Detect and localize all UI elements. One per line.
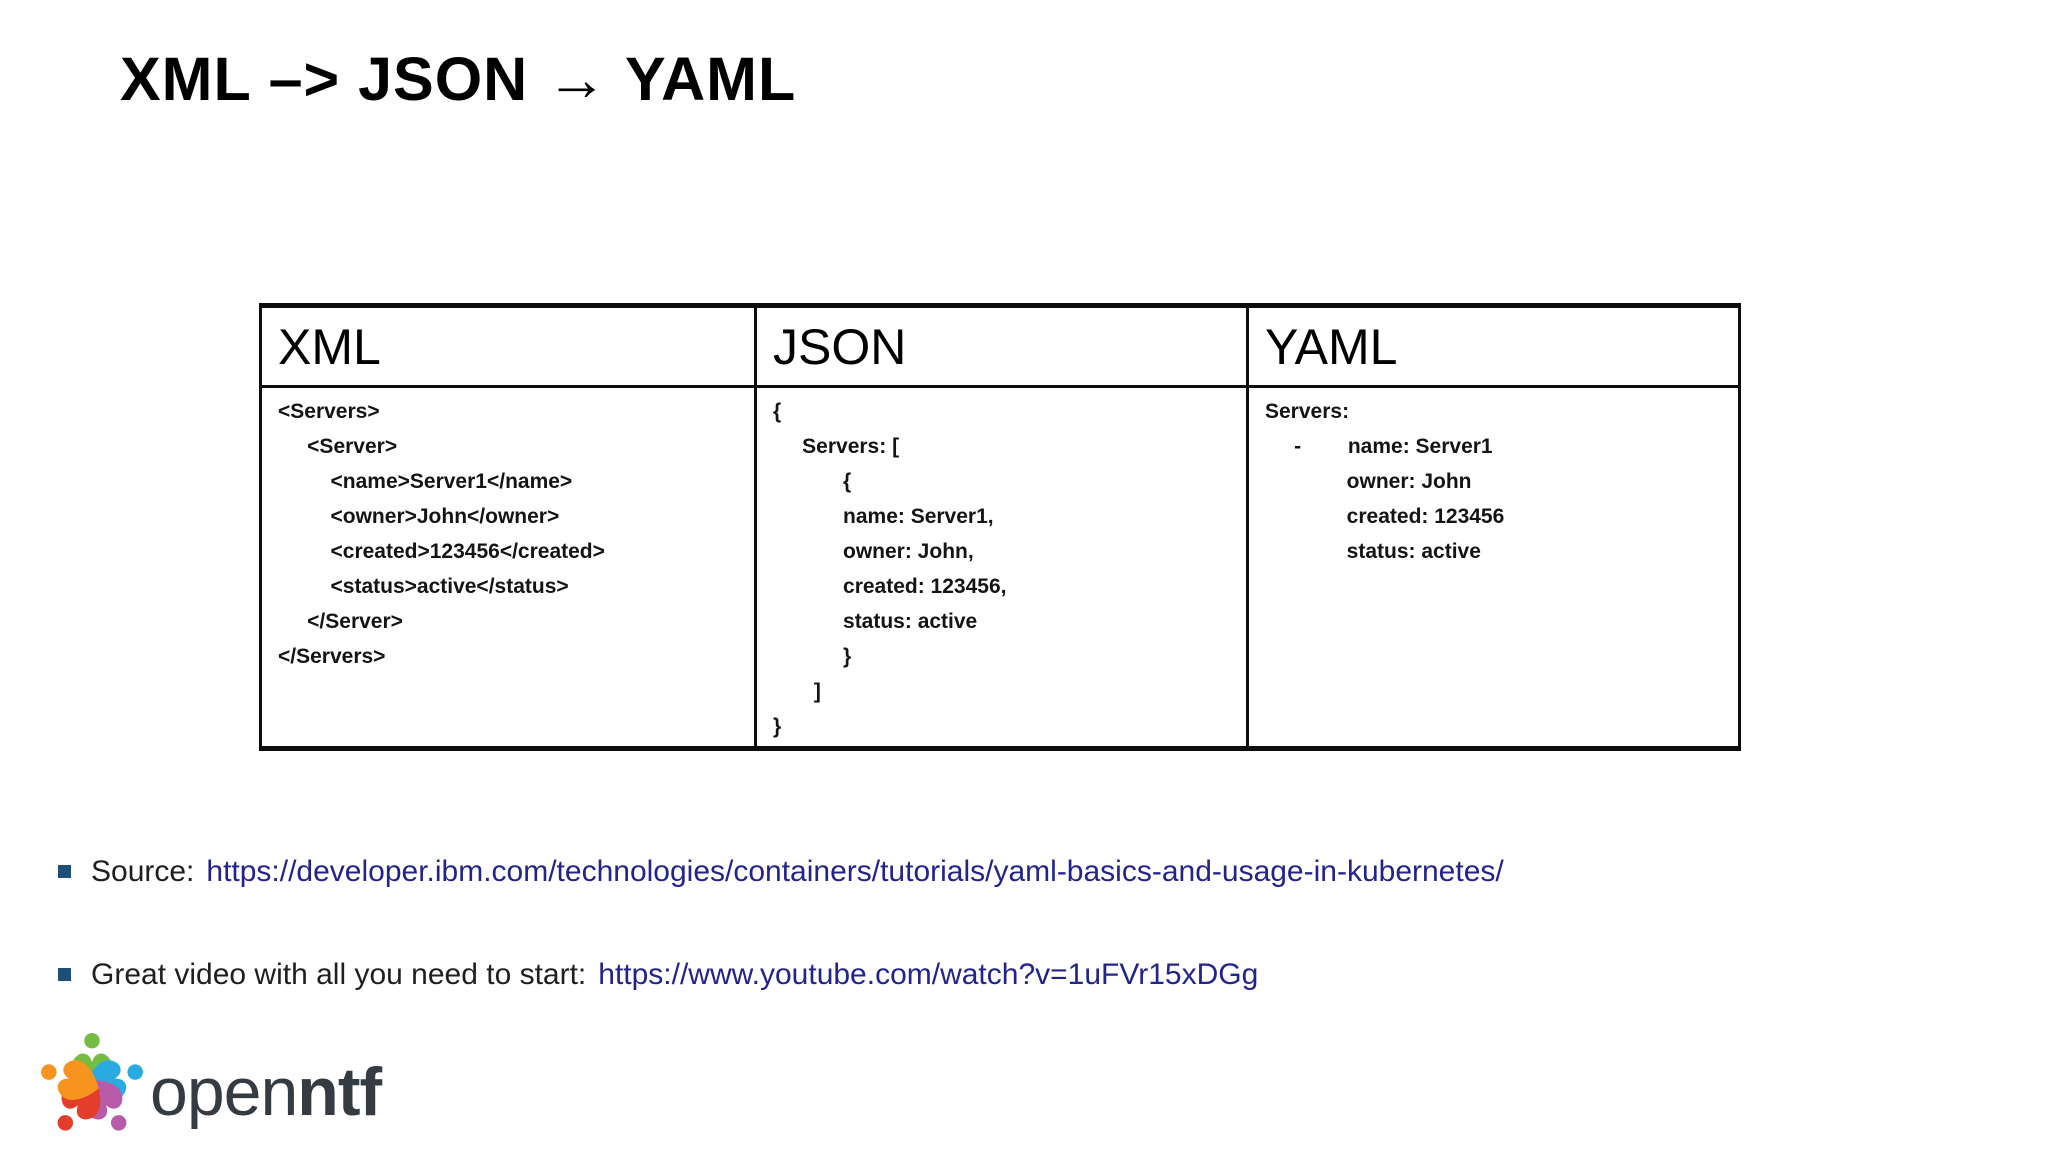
video-link[interactable]: https://www.youtube.com/watch?v=1uFVr15x… [598, 958, 1259, 991]
format-comparison-table: XML JSON YAML <Servers> <Server> <name>S… [259, 303, 1741, 751]
logo-person-orange [41, 1060, 99, 1100]
bullet-marker-icon [58, 865, 71, 878]
page-title: XML –> JSON → YAML [120, 45, 797, 113]
bullet-marker-icon [58, 968, 71, 981]
list-item-source: Source: https://developer.ibm.com/techno… [58, 850, 1504, 894]
column-header-yaml: YAML [1246, 308, 1738, 388]
openntf-logo-text: openntf [150, 1058, 382, 1126]
openntf-logo-icon [41, 1032, 143, 1131]
source-link[interactable]: https://developer.ibm.com/technologies/c… [206, 855, 1504, 888]
code-cell-json: { Servers: [ { name: Server1, owner: Joh… [754, 388, 1246, 746]
code-cell-yaml: Servers: - name: Server1 owner: John cre… [1246, 388, 1738, 746]
bullet-label: Source: [91, 855, 195, 888]
code-cell-xml: <Servers> <Server> <name>Server1</name> … [278, 400, 605, 668]
bullet-label: Great video with all you need to start: [91, 958, 587, 991]
column-header-xml: XML [262, 308, 754, 388]
logo-word-open: open [150, 1054, 298, 1130]
list-item-video: Great video with all you need to start: … [58, 953, 1258, 997]
column-header-json: JSON [754, 308, 1246, 388]
logo-word-ntf: ntf [297, 1054, 382, 1130]
